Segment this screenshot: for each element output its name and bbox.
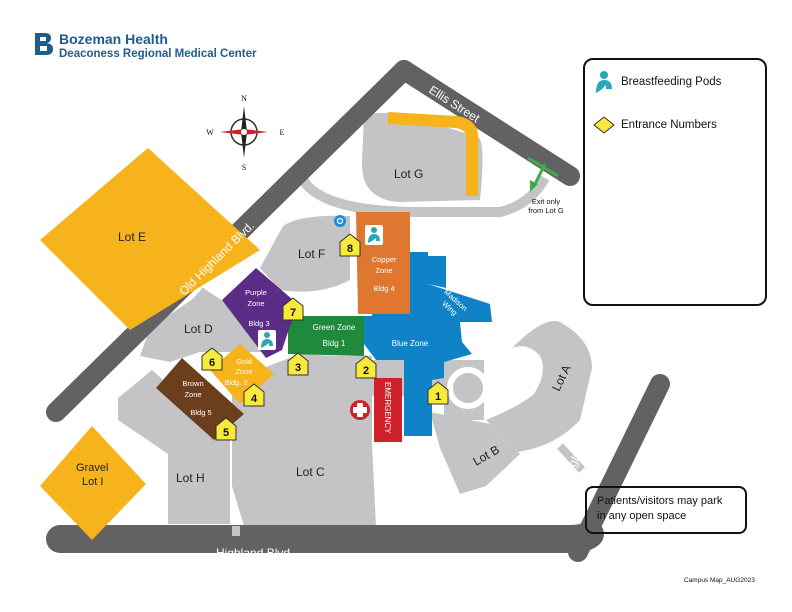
lot-h-label: Lot H — [176, 471, 205, 485]
brown-zone-bldg: Bldg 5 — [190, 408, 211, 417]
brown-zone-line2: Zone — [184, 390, 201, 399]
lot-d-label: Lot D — [184, 322, 213, 336]
notice-line2: in any open space — [597, 510, 687, 522]
gravel-lot-line1: Gravel — [76, 462, 108, 474]
lot-g-area — [361, 112, 483, 202]
entrance-marker-icon: 6 — [201, 347, 223, 371]
lot-g-loop — [297, 175, 550, 217]
lot-h-area — [118, 370, 230, 524]
lot-e-label: Lot E — [118, 230, 146, 244]
entrance-marker-icon: 2 — [355, 355, 377, 379]
bozeman-health-logo-icon — [35, 33, 53, 55]
accessible-parking-icon — [334, 215, 346, 227]
purple-zone-line2: Zone — [247, 299, 264, 308]
exit-note-line1: Exit only — [531, 197, 561, 206]
breastfeeding-pod-icon — [596, 71, 612, 93]
lot-f-area — [260, 215, 350, 292]
green-zone-bldg: Bldg 1 — [323, 339, 346, 348]
lot-g-label: Lot G — [394, 167, 423, 181]
madison-wing-bldg — [428, 256, 446, 288]
connector-drive-b — [300, 356, 372, 378]
brown-zone-bldg — [156, 358, 244, 440]
emergency-label: EMERGENCY — [383, 382, 392, 434]
entrance-marker-icon: 5 — [215, 417, 237, 441]
entrance-number-2: 2 — [363, 365, 369, 377]
lot-g-reserved-bar — [387, 112, 478, 196]
green-zone-name: Green Zone — [313, 323, 356, 332]
lot-c-label: Lot C — [296, 465, 325, 479]
compass-s: S — [242, 163, 246, 172]
legend-label-entrance: Entrance Numbers — [621, 119, 717, 131]
lot-f-label: Lot F — [298, 247, 325, 261]
purple-zone-line1: Purple — [245, 288, 267, 297]
driveway-lot-b — [557, 443, 585, 473]
parking-notice: Patients/visitors may park in any open s… — [585, 486, 747, 534]
copper-zone-bldg: Bldg 4 — [373, 284, 394, 293]
breastfeeding-pod-icon — [365, 225, 383, 245]
lot-c-area — [232, 354, 376, 526]
lot-e-area — [40, 148, 260, 330]
green-zone-bldg — [288, 316, 364, 356]
exit-note-line2: from Lot G — [528, 206, 564, 215]
exit-only-note: Exit only from Lot G — [520, 197, 572, 215]
roundabout — [447, 367, 489, 409]
driveways — [157, 287, 585, 536]
entrance-number-4: 4 — [251, 393, 258, 405]
highland-bottom-road — [46, 520, 604, 553]
entrance-number-7: 7 — [290, 307, 296, 319]
brand-name: Bozeman Health — [59, 31, 168, 47]
map-legend: Breastfeeding Pods Entrance Numbers — [583, 58, 767, 306]
purple-zone-bldg — [222, 268, 300, 358]
exit-arrow-icon — [527, 156, 559, 192]
compass-rose-icon — [220, 106, 268, 158]
legend-row-entrance: Entrance Numbers — [593, 116, 717, 134]
entrance-marker-icon: 4 — [243, 383, 265, 407]
copper-zone-line2: Zone — [375, 266, 392, 275]
blue-zone-name: Blue Zone — [392, 339, 429, 348]
entrance-marker-icon: 3 — [287, 352, 309, 376]
brown-zone-line1: Brown — [182, 379, 203, 388]
brand-logo: Bozeman Health Deaconess Regional Medica… — [34, 32, 256, 61]
purple-zone-bldg: Bldg 3 — [248, 319, 269, 328]
lot-b-area — [430, 412, 520, 494]
emergency-cross-icon — [350, 400, 370, 420]
notice-line1: Patients/visitors may park — [597, 495, 723, 507]
entrance-marker-icon: 8 — [339, 233, 361, 257]
lot-a-area — [486, 321, 592, 452]
gravel-lot-i-area — [40, 426, 146, 540]
gold-zone-line1: Gold — [236, 357, 252, 366]
breastfeeding-pod-icon — [258, 330, 276, 350]
gold-zone-bldg: Bldg. 2 — [224, 378, 247, 387]
street-highland-bottom: Highland Blvd. — [216, 546, 293, 560]
legend-row-breastfeeding: Breastfeeding Pods — [593, 69, 721, 95]
compass-e: E — [280, 128, 285, 137]
driveway-left — [157, 287, 209, 334]
entrance-marker-icon — [593, 116, 615, 134]
legend-label-breastfeeding: Breastfeeding Pods — [621, 76, 722, 88]
gravel-lot-line2: Lot I — [82, 476, 103, 488]
entrance-number-3: 3 — [295, 362, 301, 374]
entrance-number-6: 6 — [209, 357, 215, 369]
copper-zone-line1: Copper — [372, 255, 397, 264]
entrance-marker-icon: 1 — [427, 381, 449, 405]
entrance-markers: 1 2 3 4 5 6 7 8 — [201, 233, 449, 441]
entrance-marker-icon: 7 — [282, 297, 304, 321]
ellis-street-road — [394, 60, 580, 186]
gold-zone-bldg — [210, 344, 274, 404]
emergency-bldg — [374, 378, 402, 442]
compass-n: N — [241, 94, 247, 103]
gold-zone-line2: Zone — [235, 367, 252, 376]
facility-name: Deaconess Regional Medical Center — [59, 48, 257, 60]
compass-w: W — [206, 128, 214, 137]
compass-letters: N S E W — [206, 94, 284, 172]
entrance-number-8: 8 — [347, 243, 353, 255]
entrance-number-1: 1 — [435, 391, 441, 403]
entrance-number-5: 5 — [223, 427, 229, 439]
map-credit: Campus Map_AUG2023 — [684, 577, 755, 584]
